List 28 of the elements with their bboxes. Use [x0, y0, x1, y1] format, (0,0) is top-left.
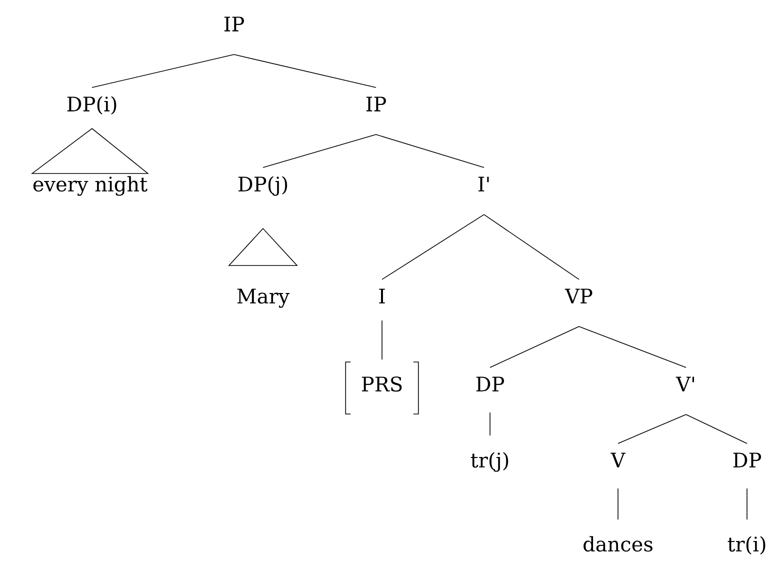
terminal-word: every night: [33, 176, 148, 196]
category-label: V: [610, 452, 626, 468]
category-label: I: [379, 288, 385, 304]
branch-line: [578, 326, 686, 368]
branch-line: [376, 134, 484, 168]
branch-line: [484, 214, 580, 280]
category-label: DP: [476, 376, 504, 392]
trace-label: tr(i): [728, 536, 766, 554]
trace-label: tr(j): [470, 452, 508, 472]
category-label: V': [676, 376, 694, 392]
category-label: DP: [733, 452, 762, 468]
branch-line: [382, 214, 484, 280]
terminal-word: dances: [584, 536, 652, 552]
feature-label: PRS: [362, 376, 402, 392]
branch-line: [618, 414, 686, 444]
branch-line: [92, 54, 234, 88]
branch-line: [262, 134, 376, 168]
category-label: VP: [564, 288, 592, 304]
category-label: IP: [366, 96, 386, 112]
branch-line: [490, 326, 580, 368]
category-label: DP(i): [67, 96, 116, 114]
terminal-word: Mary: [237, 288, 290, 308]
branch-line: [234, 54, 376, 88]
category-label: IP: [224, 16, 244, 32]
category-label: I': [478, 176, 489, 192]
branch-line: [686, 414, 748, 444]
branch-line: [746, 488, 748, 520]
category-label: DP(j): [238, 176, 288, 196]
